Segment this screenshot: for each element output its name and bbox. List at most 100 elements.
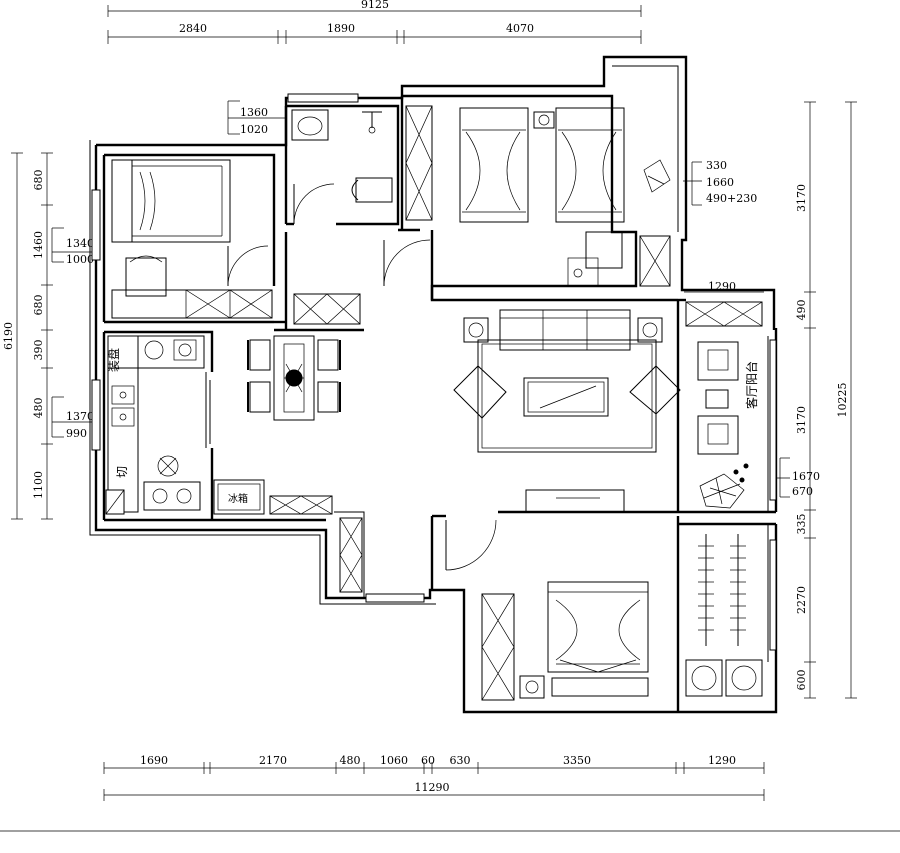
fridge-label: 冰箱 <box>228 492 248 505</box>
nightstand <box>533 111 555 129</box>
bathroom-fixtures <box>291 109 393 203</box>
bottom-dim-3: 480 <box>340 754 361 767</box>
right-dim-1: 3170 <box>795 184 808 212</box>
entry-cabinet <box>269 495 333 515</box>
kitchen-cut-label: 切 <box>115 466 129 478</box>
washing-machine <box>685 659 723 697</box>
left-dim-3: 680 <box>32 295 45 316</box>
top-overall-dim: 9125 <box>361 0 389 11</box>
bedroom2-bed <box>111 159 231 243</box>
bottom-dim-5: 60 <box>421 754 435 767</box>
walls <box>89 55 778 714</box>
master-furniture <box>405 105 671 287</box>
coffee-table <box>523 377 609 417</box>
bottom-dim-4: 1060 <box>380 754 408 767</box>
south-wardrobe <box>481 593 515 701</box>
balcony-chair-1 <box>697 341 739 381</box>
armchair-left <box>453 365 507 419</box>
bottom-dimensions: 1690 2170 480 1060 60 630 3350 1290 1129… <box>103 754 765 801</box>
right-dim-4: 335 <box>795 514 808 535</box>
south-bedroom-door[interactable] <box>445 519 497 571</box>
gas-meter <box>105 489 125 515</box>
master-window-note-3: 490+230 <box>706 192 757 205</box>
doors <box>209 183 497 571</box>
bottom-dim-2: 2170 <box>259 754 287 767</box>
balcony-cabinet <box>685 301 763 327</box>
armchair-right <box>629 365 681 415</box>
kitchen-window-note-2: 990 <box>66 427 87 440</box>
stove-counter <box>107 335 205 369</box>
sofa <box>499 309 631 351</box>
toilet <box>355 177 393 203</box>
left-dimensions: 6190 680 1460 680 390 480 1100 <box>2 152 53 520</box>
master-window-note-1: 330 <box>706 159 727 172</box>
kitchen-window-note-1: 1370 <box>66 410 94 423</box>
bathroom-door[interactable] <box>293 183 335 225</box>
balcony-side-table <box>705 389 729 409</box>
wall-notes: 1360 1020 1340 1000 1370 990 330 1660 49… <box>51 100 820 498</box>
bedroom2-furniture <box>111 159 273 319</box>
south-desk <box>551 677 649 697</box>
dining-area <box>247 293 361 421</box>
living-rug <box>477 339 657 453</box>
fridge <box>213 479 265 515</box>
plant <box>643 159 671 193</box>
master-wardrobe <box>405 105 433 221</box>
cooktop <box>143 481 201 511</box>
top-dim-2: 1890 <box>327 22 355 35</box>
left-dim-5: 480 <box>32 398 45 419</box>
bottom-dim-8: 1290 <box>708 754 736 767</box>
right-dim-5: 2270 <box>795 586 808 614</box>
shoe-cabinet <box>293 293 361 325</box>
left-dim-2: 1460 <box>32 231 45 259</box>
balcony-window-note-2: 670 <box>792 485 813 498</box>
south-bed <box>547 581 649 673</box>
bath-window-note-2: 1020 <box>240 123 268 136</box>
tv-cabinet <box>525 489 625 513</box>
bedroom2-wardrobe <box>111 289 273 319</box>
bottom-dim-7: 3350 <box>563 754 591 767</box>
bottom-dim-6: 630 <box>450 754 471 767</box>
balcony-plant <box>699 463 749 509</box>
right-dimensions: 10225 3170 490 3170 335 2270 600 <box>795 101 857 699</box>
bedroom2-door[interactable] <box>227 245 269 287</box>
balcony-window-note-1: 1670 <box>792 470 820 483</box>
dining-table <box>273 335 315 421</box>
master-armchair <box>585 231 623 269</box>
top-dim-1: 2840 <box>179 22 207 35</box>
bottom-overall-dim: 11290 <box>415 781 450 794</box>
right-overall-dim: 10225 <box>836 383 849 418</box>
left-dim-4: 390 <box>32 340 45 361</box>
side-table-left <box>463 317 489 343</box>
dining-chairs <box>247 339 341 413</box>
right-dim-6: 600 <box>795 670 808 691</box>
kitchen: 装盘 切 冰箱 <box>105 335 363 593</box>
living-balcony: 客厅阳台 <box>685 301 763 509</box>
service-balcony <box>685 534 763 697</box>
kitchen-counter-label: 装盘 <box>106 348 121 372</box>
bath-sink <box>291 109 329 141</box>
master-bed-2 <box>555 107 625 223</box>
master-bed-1 <box>459 107 529 223</box>
top-dimensions: 9125 2840 1890 4070 <box>107 0 642 44</box>
left-overall-dim: 6190 <box>2 322 15 350</box>
left-dim-1: 680 <box>32 170 45 191</box>
windows <box>91 93 777 651</box>
balcony-chair-2 <box>697 415 739 455</box>
master-cabinet <box>639 235 671 287</box>
bottom-dim-1: 1690 <box>140 754 168 767</box>
bedroom2-chair <box>125 257 167 297</box>
south-bedroom <box>481 581 649 701</box>
south-nightstand <box>519 675 545 699</box>
master-window-note-2: 1660 <box>706 176 734 189</box>
corridor-cabinet <box>339 517 363 593</box>
living-room <box>453 309 681 513</box>
living-balcony-label: 客厅阳台 <box>744 361 759 409</box>
bed-window-note-2: 1000 <box>66 253 94 266</box>
utility-sink <box>725 659 763 697</box>
top-dim-3: 4070 <box>506 22 534 35</box>
right-dim-2: 490 <box>795 300 808 321</box>
right-dim-3: 3170 <box>795 406 808 434</box>
master-door[interactable] <box>383 239 431 287</box>
